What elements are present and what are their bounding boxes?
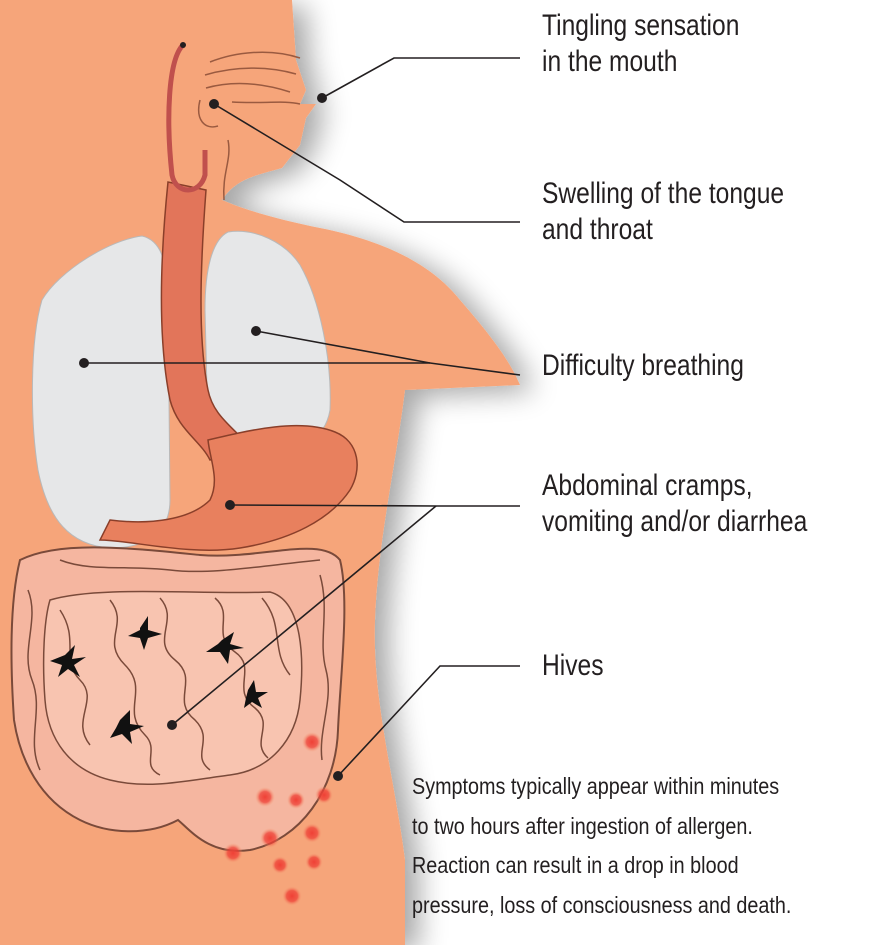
label-hives-line1: Hives: [542, 648, 604, 684]
note-line-1: Symptoms typically appear within minutes: [412, 767, 791, 807]
leader-abdominal-stomach: [230, 505, 520, 506]
symptom-note: Symptoms typically appear within minutes…: [412, 767, 791, 925]
label-swelling-line1: Swelling of the tongue: [542, 176, 784, 212]
label-abdominal-line1: Abdominal cramps,: [542, 468, 807, 504]
label-tingling-line2: in the mouth: [542, 44, 739, 80]
label-tingling: Tingling sensation in the mouth: [542, 8, 739, 80]
label-abdominal-line2: vomiting and/or diarrhea: [542, 504, 807, 540]
label-breathing: Difficulty breathing: [542, 348, 744, 384]
small-intestine: [44, 591, 302, 784]
note-line-3: Reaction can result in a drop in blood: [412, 846, 791, 886]
label-abdominal: Abdominal cramps, vomiting and/or diarrh…: [542, 468, 807, 540]
label-tingling-line1: Tingling sensation: [542, 8, 739, 44]
leader-tingling: [322, 58, 520, 98]
label-breathing-line1: Difficulty breathing: [542, 348, 744, 384]
note-line-2: to two hours after ingestion of allergen…: [412, 807, 791, 847]
label-swelling: Swelling of the tongue and throat: [542, 176, 784, 248]
note-line-4: pressure, loss of consciousness and deat…: [412, 886, 791, 926]
label-hives: Hives: [542, 648, 604, 684]
label-swelling-line2: and throat: [542, 212, 784, 248]
